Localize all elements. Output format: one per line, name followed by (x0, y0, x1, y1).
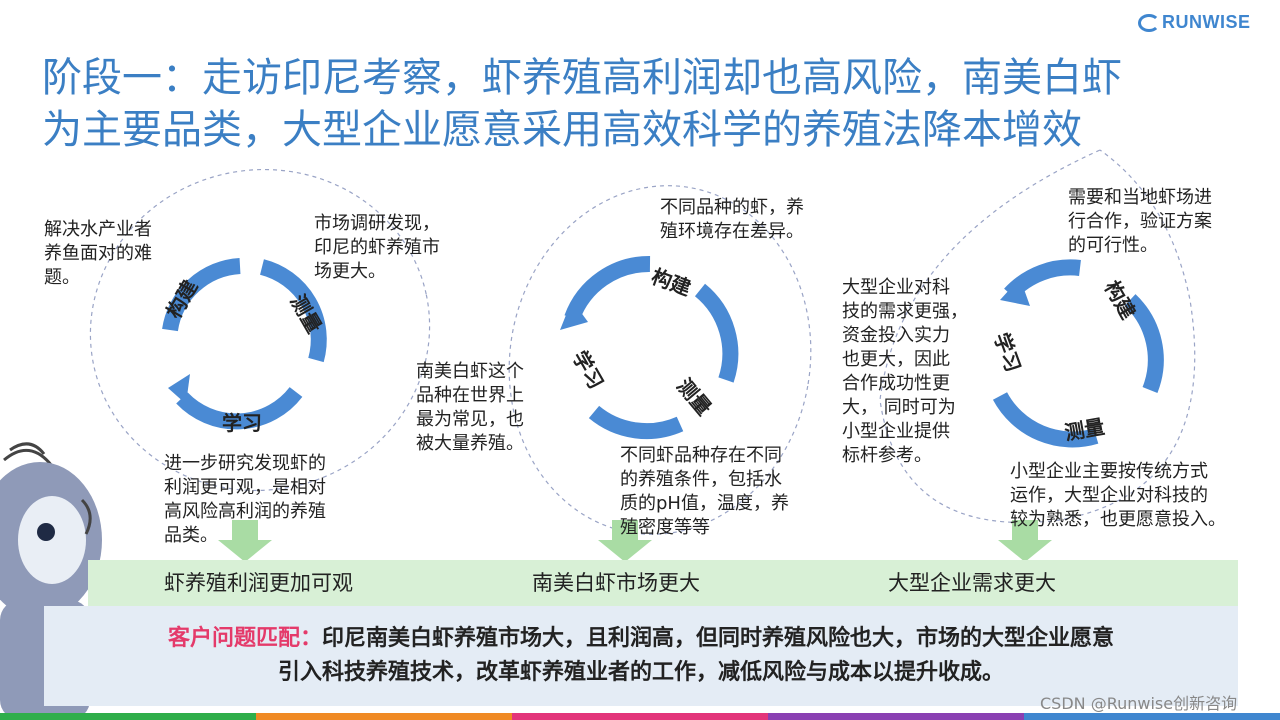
cycle-3: 构建 测量 学习 (989, 259, 1164, 448)
page-title: 阶段一：走访印尼考察，虾养殖高利润却也高风险，南美白虾 为主要品类，大型企业愿意… (42, 52, 1242, 156)
title-line-2: 为主要品类，大型企业愿意采用高效科学的养殖法降本增效 (42, 107, 1082, 153)
dashed-loop-1 (89, 168, 431, 492)
runwise-logo: RUNWISE (1138, 12, 1251, 33)
note-small-enterprise: 小型企业主要按传统方式运作，大型企业对科技的较为熟悉，也更愿意投入。 (1010, 461, 1226, 530)
title-line-1: 阶段一：走访印尼考察，虾养殖高利润却也高风险，南美白虾 (42, 55, 1122, 101)
cycle3-learn-label: 学习 (989, 330, 1025, 376)
logo-text: RUNWISE (1162, 12, 1251, 32)
note-whiteleg-shrimp: 南美白虾这个品种在世界上最为常见，也被大量养殖。 (416, 361, 524, 454)
dashed-loop-2 (508, 185, 812, 535)
cycle3-measure-label: 测量 (1063, 414, 1107, 445)
color-footer-bar (0, 713, 1280, 720)
match-line-2: 引入科技养殖技术，改革虾养殖业者的工作，减低风险与成本以提升收成。 (277, 660, 1004, 685)
band-label-profit: 虾养殖利润更加可观 (164, 571, 353, 595)
down-arrows (218, 520, 1052, 562)
note-local-partnership: 需要和当地虾场进行合作，验证方案的可行性。 (1068, 187, 1212, 256)
cycle2-learn-label: 学习 (568, 347, 609, 394)
note-profit-study: 进一步研究发现虾的利润更可观，是相对高风险高利润的养殖品类。 (164, 453, 326, 546)
cycle2-measure-label: 测量 (672, 374, 716, 420)
band-label-market: 南美白虾市场更大 (532, 571, 700, 595)
conclusion-band (88, 560, 1238, 606)
logo-icon (1138, 13, 1160, 32)
cycle1-learn-label: 学习 (222, 411, 262, 435)
note-species-environment: 不同品种的虾，养殖环境存在差异。 (660, 197, 804, 242)
summary-box (44, 606, 1238, 706)
note-market-research: 市场调研发现，印尼的虾养殖市场更大。 (314, 213, 440, 282)
note-problem: 解决水产业者养鱼面对的难题。 (44, 219, 152, 288)
customer-problem-match: 客户问题匹配：印尼南美白虾养殖市场大，且利润高，但同时养殖风险也大，市场的大型企… (52, 622, 1230, 690)
watermark: CSDN @Runwise创新咨询 (1040, 694, 1238, 713)
match-line-1: 印尼南美白虾养殖市场大，且利润高，但同时养殖风险也大，市场的大型企业愿意 (322, 626, 1115, 651)
match-label: 客户问题匹配： (167, 626, 322, 651)
band-label-demand: 大型企业需求更大 (888, 571, 1056, 595)
cycle2-build-label: 构建 (648, 264, 694, 300)
cycle-1: 构建 测量 学习 (162, 258, 327, 435)
note-farming-conditions: 不同虾品种存在不同的养殖条件，包括水质的pH值，温度，养殖密度等等 (620, 445, 789, 538)
note-large-enterprise: 大型企业对科技的需求更强，资金投入实力也更大，因此 合作成功性更大， 同时可为小… (842, 277, 968, 466)
cycle-2: 构建 测量 学习 (560, 255, 739, 440)
